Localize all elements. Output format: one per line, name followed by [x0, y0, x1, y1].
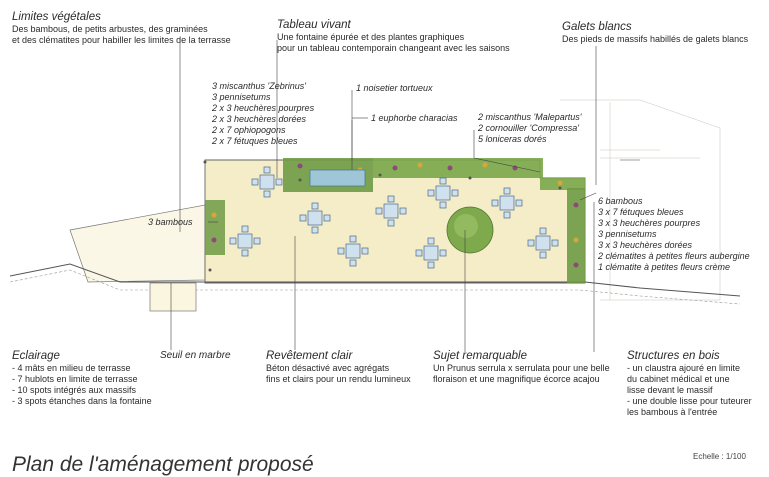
- callout-title: Revêtement clair: [266, 350, 353, 362]
- plant-label-noisetier: 1 noisetier tortueux: [356, 83, 433, 93]
- callout-line: pour un tableau contemporain changeant a…: [277, 43, 510, 53]
- callout-line: floraison et une magnifique écorce acajo…: [433, 374, 600, 384]
- callout-line: les bambous à l'entrée: [627, 407, 718, 417]
- flower-dots: [211, 162, 579, 268]
- plant-item: 2 miscanthus 'Malepartus': [478, 112, 582, 122]
- surrounding-ground: [560, 99, 721, 301]
- callout-tableau-vivant: Tableau vivant Une fontaine épurée et de…: [277, 19, 510, 54]
- callout-title: Tableau vivant: [277, 19, 351, 31]
- plant-item: 6 bambous: [598, 196, 643, 206]
- plant-item: 2 x 7 fétuques bleues: [212, 136, 298, 146]
- fountain: [309, 169, 366, 187]
- plant-item: 1 clématite à petites fleurs crème: [598, 262, 731, 272]
- label-seuil-marbre: Seuil en marbre: [160, 350, 231, 361]
- callout-title: Eclairage: [12, 350, 60, 362]
- plant-item: 2 x 3 heuchères pourpres: [212, 103, 315, 113]
- plant-item: 3 x 7 fétuques bleues: [598, 207, 684, 217]
- plant-item: 5 loniceras dorés: [478, 134, 547, 144]
- plant-list-fountain-bed: 3 miscanthus 'Zebrinus' 3 pennisetums 2 …: [212, 81, 314, 147]
- callout-line: Béton désactivé avec agrégats: [266, 363, 390, 373]
- leader-lines: [170, 38, 640, 352]
- callout-line: - une double lisse pour tuteurer: [627, 396, 752, 406]
- plant-item: 2 cornouiller 'Compressa': [478, 123, 579, 133]
- callout-sujet-remarquable: Sujet remarquable Un Prunus serrula x se…: [433, 350, 610, 385]
- callout-eclairage: Eclairage - 4 mâts en milieu de terrasse…: [12, 350, 152, 407]
- plant-item: 3 miscanthus 'Zebrinus': [212, 81, 306, 91]
- marble-threshold: [149, 282, 197, 312]
- callout-line: fins et clairs pour un rendu lumineux: [266, 374, 411, 384]
- callout-galets-blancs: Galets blancs Des pieds de massifs habil…: [562, 21, 748, 45]
- scale-label: Echelle : 1/100: [693, 452, 746, 461]
- light-points: [203, 160, 562, 272]
- callout-line: Une fontaine épurée et des plantes graph…: [277, 32, 465, 42]
- plant-label-euphorbe: 1 euphorbe characias: [371, 113, 458, 123]
- callout-title: Structures en bois: [627, 350, 720, 362]
- plant-item: 3 x 3 heuchères dorées: [598, 240, 693, 250]
- callout-line: - un claustra ajouré en limite: [627, 363, 741, 373]
- callout-title: Sujet remarquable: [433, 350, 527, 362]
- callout-line: - 10 spots intégrés aux massifs: [12, 385, 137, 395]
- callout-limites-vegetales: Limites végétales Des bambous, de petits…: [12, 11, 231, 46]
- callout-line: - 4 mâts en milieu de terrasse: [12, 363, 131, 373]
- ground-line-hatch: [9, 269, 741, 305]
- plant-list-right-bed: 6 bambous 3 x 7 fétuques bleues 3 x 3 he…: [598, 196, 750, 273]
- page-title: Plan de l'aménagement proposé: [12, 453, 314, 477]
- callout-line: lisse devant le massif: [627, 385, 713, 395]
- plant-list-back-bed: 2 miscanthus 'Malepartus' 2 cornouiller …: [478, 112, 581, 145]
- callout-title: Limites végétales: [12, 11, 101, 23]
- callout-line: Des pieds de massifs habillés de galets …: [562, 34, 749, 44]
- callout-title: Galets blancs: [562, 21, 632, 33]
- plant-label-bambous-entree: 3 bambous: [148, 217, 193, 227]
- callout-line: du cabinet médical et une: [627, 374, 730, 384]
- callout-line: Des bambous, de petits arbustes, des gra…: [12, 24, 208, 34]
- plant-item: 2 x 3 heuchères dorées: [212, 114, 307, 124]
- prunus-canopy-detail: [454, 214, 478, 238]
- table-sets: [229, 166, 559, 269]
- callout-line: - 7 hublots en limite de terrasse: [12, 374, 138, 384]
- ground-line: [9, 263, 741, 297]
- callout-structures-bois: Structures en bois - un claustra ajouré …: [627, 350, 752, 418]
- callout-line: et des clématites pour habiller les limi…: [12, 35, 231, 45]
- plant-item: 3 x 3 heuchères pourpres: [598, 218, 701, 228]
- plant-item: 3 pennisetums: [212, 92, 271, 102]
- plant-item: 2 x 7 ophiopogons: [212, 125, 286, 135]
- plant-item: 2 clématites à petites fleurs aubergine: [598, 251, 750, 261]
- plant-item: 3 pennisetums: [598, 229, 657, 239]
- callout-revetement: Revêtement clair Béton désactivé avec ag…: [266, 350, 411, 385]
- callout-line: Un Prunus serrula x serrulata pour une b…: [433, 363, 610, 373]
- callout-line: - 3 spots étanches dans la fontaine: [12, 396, 152, 406]
